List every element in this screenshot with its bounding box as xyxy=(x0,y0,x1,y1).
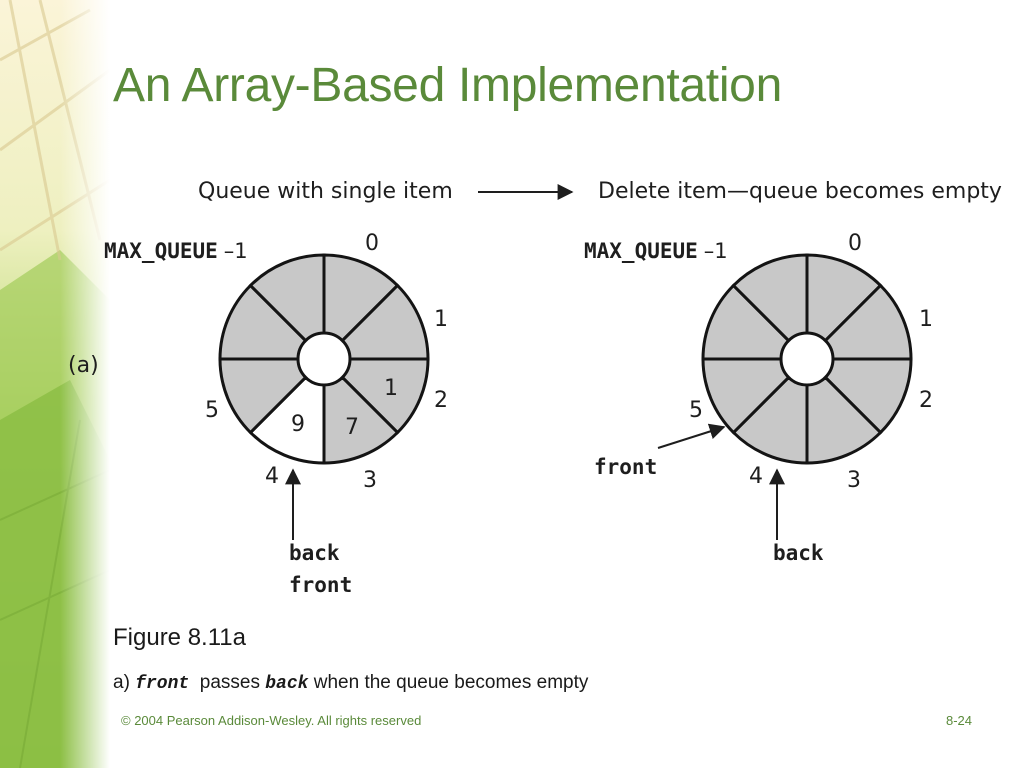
right-index-2: 2 xyxy=(919,388,933,413)
caption-code-back: back xyxy=(265,674,309,694)
right-sector-0 xyxy=(805,253,883,343)
left-index-4: 4 xyxy=(265,464,279,489)
decorative-leaf-background xyxy=(0,0,110,768)
left-sector-3 xyxy=(322,375,400,465)
figure-caption-title: Figure 8.11a xyxy=(113,624,246,651)
part-label: (a) xyxy=(68,353,99,378)
right-sector-4 xyxy=(731,375,809,465)
right-front-label: front xyxy=(594,455,657,479)
left-sector-5 xyxy=(218,357,308,435)
caption-middle: passes xyxy=(199,672,260,693)
left-queue: 1 7 9 MAX_QUEUE–1 0 1 2 3 4 5 back front xyxy=(104,231,448,597)
copyright-notice: © 2004 Pearson Addison-Wesley. All right… xyxy=(121,713,422,728)
left-ring-sectors xyxy=(218,253,430,465)
slide-title: An Array-Based Implementation xyxy=(113,59,782,112)
caption-suffix: when the queue becomes empty xyxy=(313,672,589,693)
right-index-5: 5 xyxy=(689,398,703,423)
left-cell-value-2: 1 xyxy=(384,376,398,401)
left-index-0: 0 xyxy=(365,231,379,256)
left-index-2: 2 xyxy=(434,388,448,413)
left-heading: Queue with single item xyxy=(198,179,453,204)
right-front-arrow xyxy=(657,423,726,449)
right-ring-sectors xyxy=(701,253,913,465)
left-sector-6 xyxy=(218,283,308,361)
left-sector-7 xyxy=(248,253,326,343)
left-sector-0 xyxy=(322,253,400,343)
left-index-5: 5 xyxy=(205,398,219,423)
left-cell-value-4: 9 xyxy=(291,412,305,437)
left-sector-4 xyxy=(248,375,326,465)
right-heading: Delete item—queue becomes empty xyxy=(598,179,1002,204)
right-index-0: 0 xyxy=(848,231,862,256)
left-index-1: 1 xyxy=(434,307,448,332)
right-queue: MAX_QUEUE–1 0 1 2 3 4 5 front back xyxy=(584,231,933,565)
slide-number: 8-24 xyxy=(945,713,972,728)
caption-code-front: front xyxy=(135,674,190,694)
right-sector-2 xyxy=(823,357,913,435)
right-sector-6 xyxy=(701,283,791,361)
left-max-label: MAX_QUEUE–1 xyxy=(104,239,248,263)
right-index-4: 4 xyxy=(749,464,763,489)
right-index-3: 3 xyxy=(847,468,861,493)
left-index-3: 3 xyxy=(363,468,377,493)
right-sector-1 xyxy=(823,283,913,361)
left-front-label: front xyxy=(289,573,352,597)
right-sector-3 xyxy=(805,375,883,465)
left-back-label: back xyxy=(289,541,340,565)
right-back-label: back xyxy=(773,541,824,565)
left-sector-2 xyxy=(340,357,430,435)
figure-caption-text: a) front passes back when the queue beco… xyxy=(113,672,588,694)
left-sector-1 xyxy=(340,283,430,361)
right-index-1: 1 xyxy=(919,307,933,332)
right-max-label: MAX_QUEUE–1 xyxy=(584,239,728,263)
left-cell-value-3: 7 xyxy=(345,415,359,440)
right-sector-7 xyxy=(731,253,809,343)
right-sector-5 xyxy=(701,357,791,435)
caption-prefix: a) xyxy=(113,672,130,693)
